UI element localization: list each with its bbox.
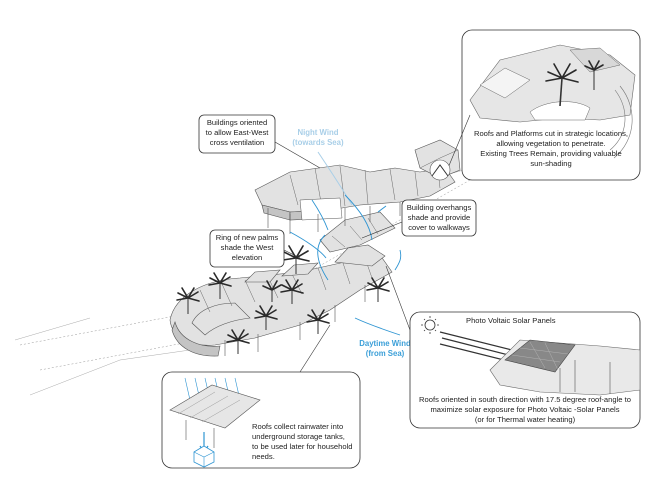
palm-tree-icon (366, 277, 390, 302)
callout-line: Roofs and Platforms cut in strategic loc… (474, 129, 628, 138)
water-tank-icon (193, 445, 215, 468)
callout-roofs-platforms: Roofs and Platforms cut in strategic loc… (429, 29, 641, 181)
palm-tree-icon (176, 287, 200, 314)
day-wind-label: Daytime Wind (from Sea) (359, 339, 411, 358)
inset-roofs-illustration (469, 44, 636, 159)
callout-palms: Ring of new palms shade the West elevati… (209, 229, 301, 268)
callout-line: to allow East-West (206, 128, 270, 137)
callout-line: cover to walkways (408, 223, 470, 232)
wind-arrows (289, 151, 402, 336)
callout-line: to be used later for household (252, 442, 352, 451)
callout-line: elevation (232, 253, 262, 262)
palm-tree-icon (545, 63, 579, 107)
callout-overhangs: Building overhangs shade and provide cov… (361, 199, 477, 239)
solar-panel-icon (489, 339, 641, 396)
callout-line: Existing Trees Remain, providing valuabl… (480, 149, 621, 158)
palm-tree-icon (584, 60, 604, 90)
callout-line: needs. (252, 452, 275, 461)
callout-line: (or for Thermal water heating) (475, 415, 576, 424)
callout-cross-ventilation: Buildings oriented to allow East-West cr… (198, 114, 321, 169)
palm-tree-icon (280, 279, 304, 304)
night-wind-line-2: (towards Sea) (292, 138, 344, 147)
callout-line: shade the West (221, 243, 275, 252)
callout-line: cross ventilation (210, 138, 264, 147)
night-wind-label: Night Wind (towards Sea) (292, 128, 344, 147)
palm-tree-icon (262, 280, 282, 302)
callout-photovoltaic: Photo Voltaic Solar Panels Roofs oriente… (385, 265, 641, 429)
callout-line: maximize solar exposure for Photo Voltai… (430, 405, 619, 414)
callout-line: Building overhangs (407, 203, 472, 212)
palm-tree-icon (306, 309, 330, 334)
callout-line: shade and provide (408, 213, 471, 222)
palm-tree-icon (254, 305, 278, 330)
callout-line: allowing vegetation to penetrate. (496, 139, 605, 148)
night-wind-line-1: Night Wind (297, 128, 338, 137)
sun-icon (421, 316, 439, 334)
callout-line: Roofs oriented in south direction with 1… (419, 395, 631, 404)
callout-line: Buildings oriented (207, 118, 267, 127)
palm-tree-icon (226, 329, 250, 354)
callout-rainwater: Roofs collect rainwater into underground… (161, 324, 361, 469)
callout-line: underground storage tanks, (252, 432, 345, 441)
day-wind-line-1: Daytime Wind (359, 339, 411, 348)
palm-tree-icon (282, 245, 310, 274)
callout-line: Roofs collect rainwater into (252, 422, 343, 431)
day-wind-line-2: (from Sea) (366, 349, 405, 358)
callout-line: Ring of new palms (216, 233, 279, 242)
palm-ring (176, 245, 390, 354)
palm-tree-icon (208, 272, 232, 299)
callout-line: sun-shading (530, 159, 571, 168)
solar-title: Photo Voltaic Solar Panels (466, 316, 556, 325)
